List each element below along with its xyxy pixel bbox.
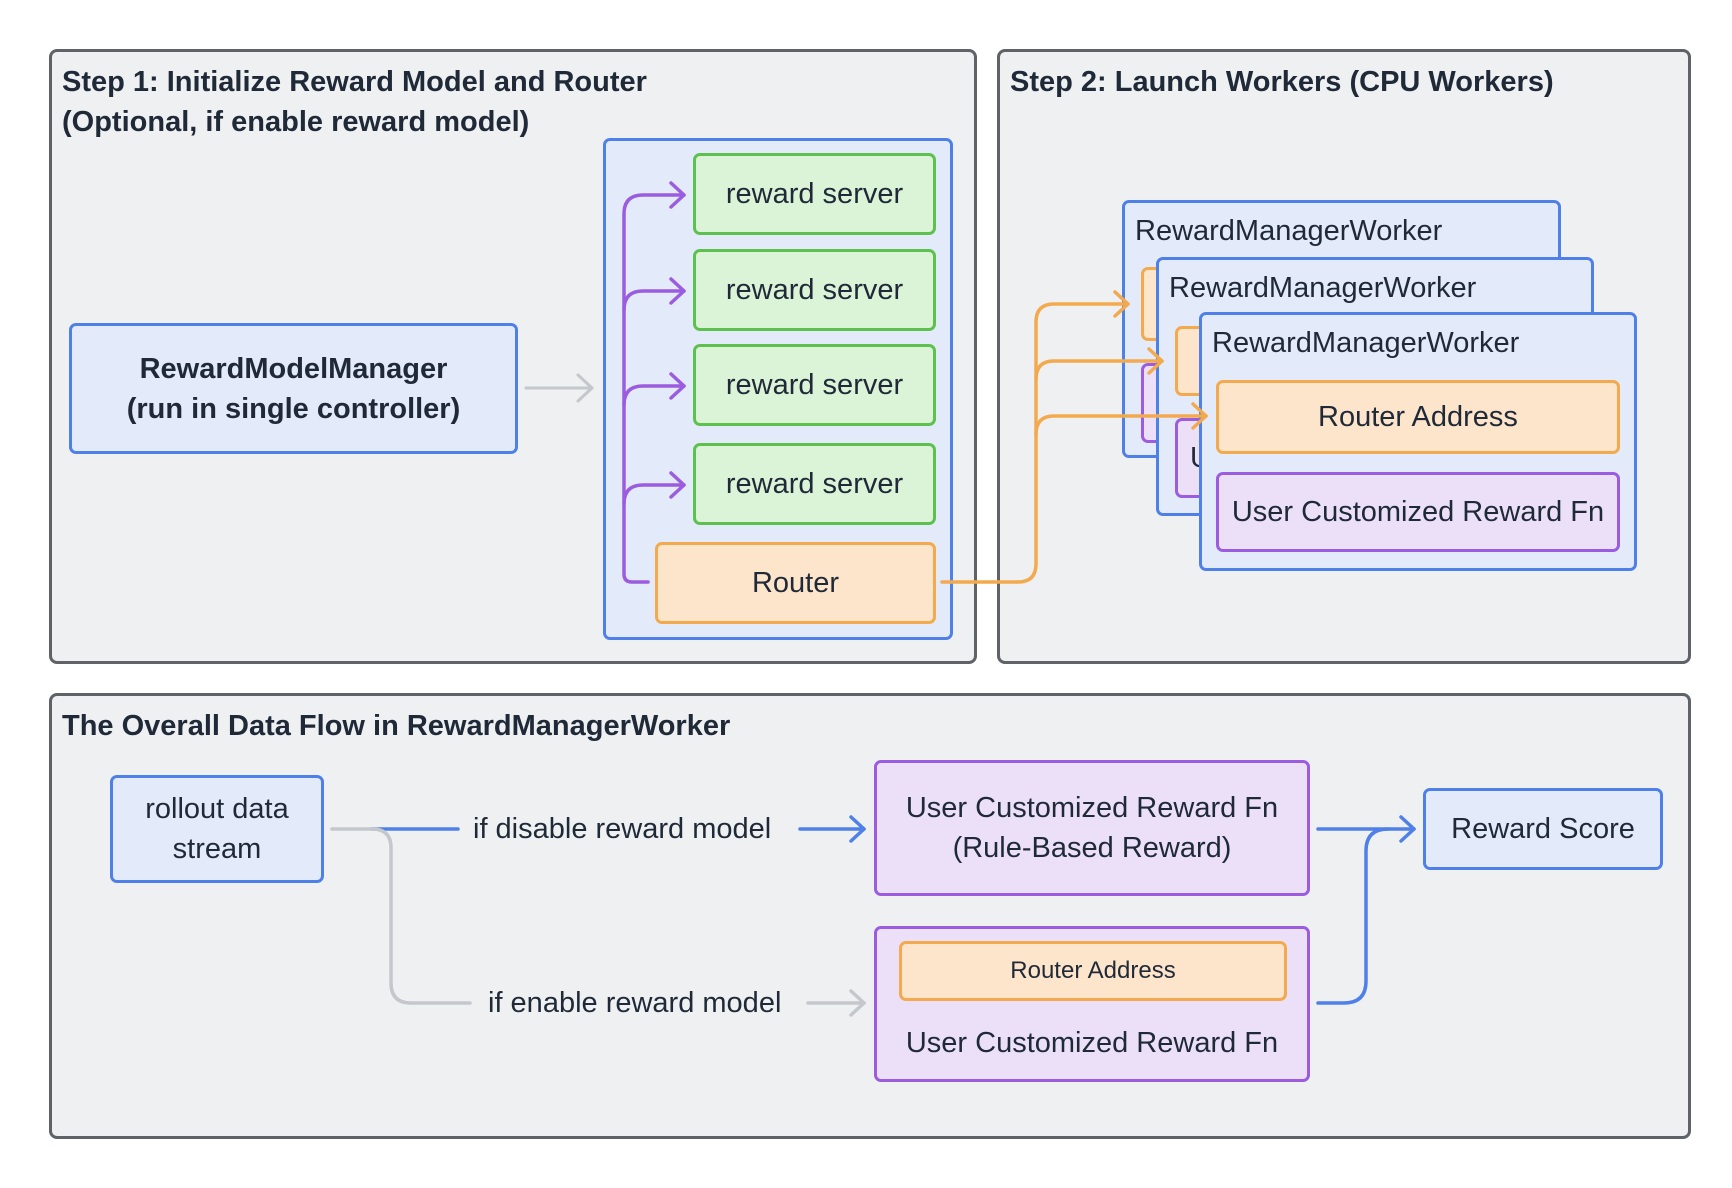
worker-reward-fn[interactable]: User Customized Reward Fn: [1216, 472, 1620, 552]
disable-reward-model-label: if disable reward model: [463, 809, 782, 849]
flow-router-address-label: Router Address: [1010, 957, 1176, 984]
flow-panel: The Overall Data Flow in RewardManagerWo…: [49, 693, 1691, 1139]
rollout-label: rollout data stream: [145, 793, 289, 865]
reward-server-label: reward server: [725, 369, 904, 401]
worker-label: RewardManagerWorker: [1212, 327, 1520, 359]
flow-title: The Overall Data Flow in RewardManagerWo…: [62, 710, 731, 742]
reward-score-label: Reward Score: [1451, 813, 1635, 845]
step2-title: Step 2: Launch Workers (CPU Workers): [1010, 66, 1554, 98]
reward-server-3[interactable]: reward server: [693, 344, 936, 426]
router-label: Router: [751, 567, 840, 599]
reward-server-4[interactable]: reward server: [693, 443, 936, 525]
reward-model-manager[interactable]: RewardModelManager (run in single contro…: [69, 323, 518, 454]
flow-router-address[interactable]: Router Address: [899, 941, 1287, 1001]
rule-fn-label: User Customized Reward Fn (Rule-Based Re…: [905, 792, 1279, 864]
step1-title: Step 1: Initialize Reward Model and Rout…: [62, 66, 647, 138]
reward-server-label: reward server: [725, 274, 904, 306]
router-box[interactable]: Router: [655, 542, 936, 624]
enable-fn-label: User Customized Reward Fn: [905, 1027, 1279, 1059]
router-address-label: Router Address: [1318, 401, 1518, 433]
worker-label: RewardManagerWorker: [1135, 215, 1443, 247]
reward-server-label: reward server: [725, 178, 904, 210]
reward-score[interactable]: Reward Score: [1423, 788, 1663, 870]
enable-reward-fn-box[interactable]: Router Address User Customized Reward Fn: [874, 926, 1310, 1082]
worker-label: RewardManagerWorker: [1169, 272, 1477, 304]
reward-server-1[interactable]: reward server: [693, 153, 936, 235]
rule-based-reward-fn[interactable]: User Customized Reward Fn (Rule-Based Re…: [874, 760, 1310, 896]
rollout-data-stream[interactable]: rollout data stream: [110, 775, 324, 883]
reward-server-2[interactable]: reward server: [693, 249, 936, 331]
worker-router-address[interactable]: Router Address: [1216, 380, 1620, 454]
enable-reward-model-label: if enable reward model: [478, 983, 792, 1023]
reward-model-manager-label: RewardModelManager (run in single contro…: [126, 352, 461, 425]
reward-fn-label: User Customized Reward Fn: [1231, 496, 1605, 528]
reward-server-label: reward server: [725, 468, 904, 500]
